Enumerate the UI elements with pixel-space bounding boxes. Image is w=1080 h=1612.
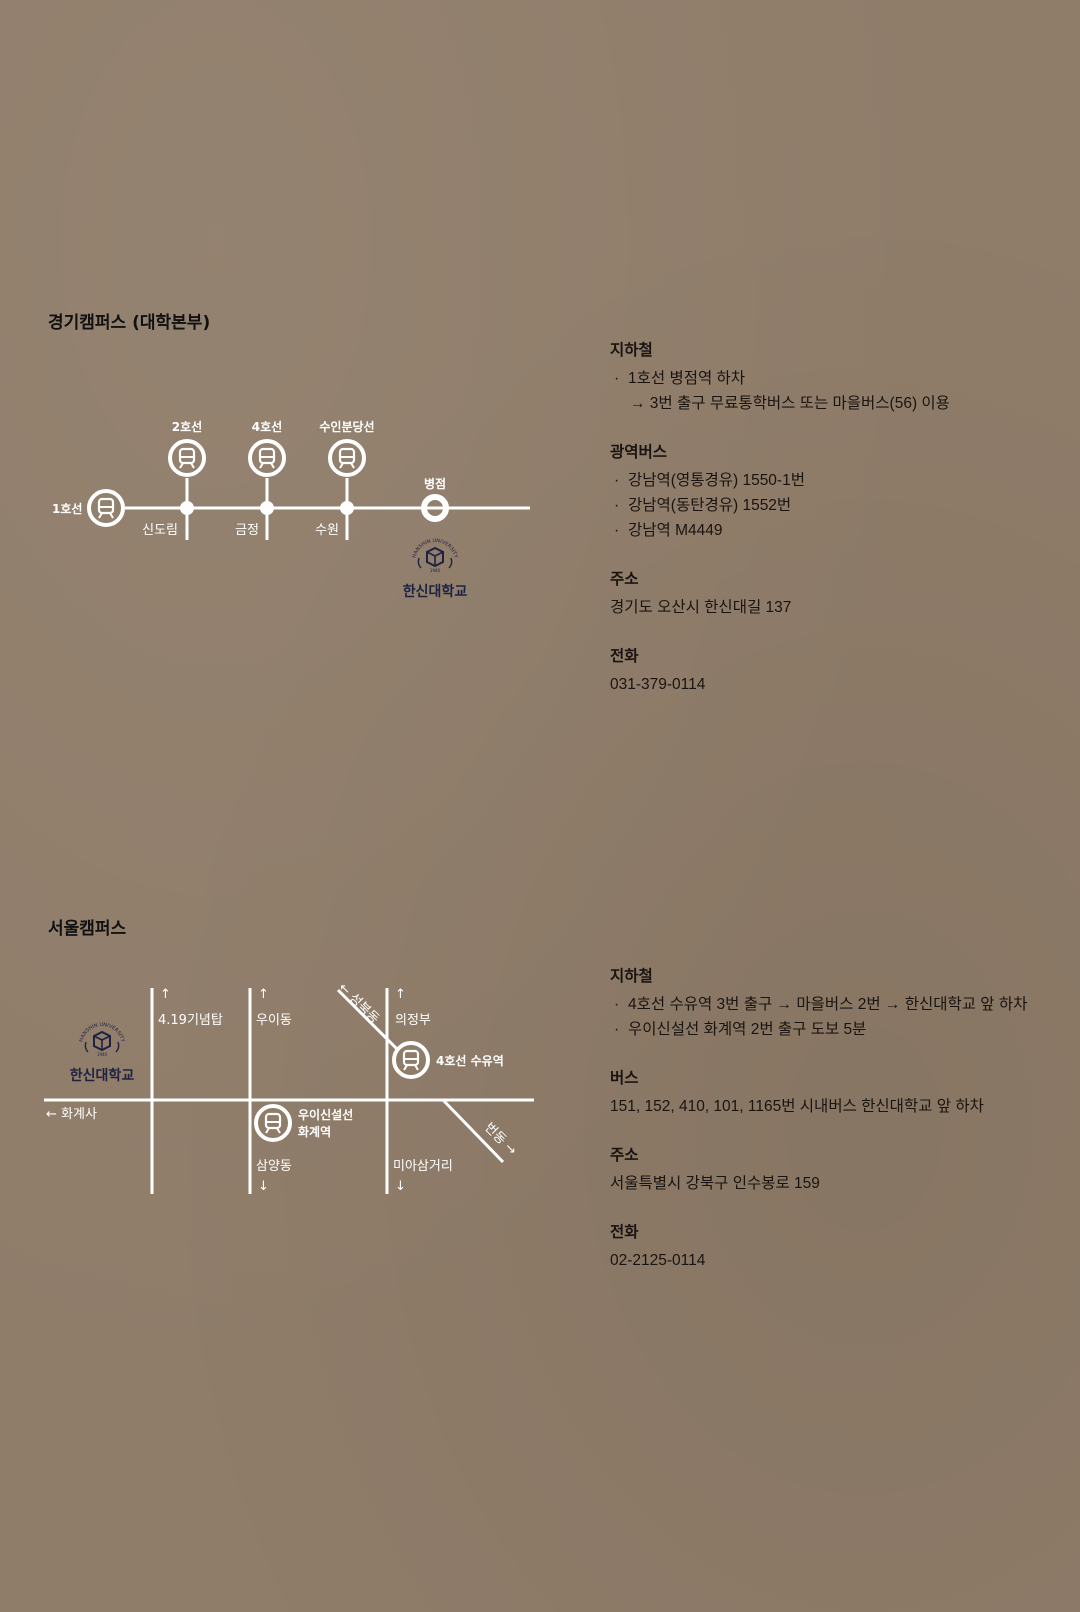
bus-text: 강남역 M4449 <box>628 522 723 539</box>
label-beondong: 번동 → <box>481 1120 519 1158</box>
arrow-up-uijeongbu: ↑ <box>395 987 406 1002</box>
label-ui-station: 화계역 <box>298 1124 331 1139</box>
seoul-route-map: ↑ 4.19기념탑 ↑ 우이동 ← 성북동 ↑ 의정부 4호선 수유역 ← 화계… <box>44 980 534 1194</box>
label-uijeongbu: 의정부 <box>395 1013 431 1028</box>
bus-line: · 강남역(동탄경유) 1552번 <box>610 493 1070 518</box>
label-hwagyesa: ← 화계사 <box>46 1107 97 1122</box>
gyeonggi-info: 지하철 · 1호선 병점역 하차 → 3번 출구 무료통학버스 또는 마을버스(5… <box>610 338 1070 721</box>
label-suwon: 수원 <box>315 523 339 538</box>
gyeonggi-section-title: 경기캠퍼스 (대학본부) <box>48 313 211 333</box>
seoul-info: 지하철 · 4호선 수유역 3번 출구 → 마을버스 2번 → 한신대학교 앞 하… <box>610 964 1070 1297</box>
subway-text: 1호선 병점역 하차 <box>628 370 746 387</box>
bus-text: 강남역(영통경유) 1550-1번 <box>628 472 805 489</box>
label-sindorim: 신도림 <box>142 523 178 538</box>
phone-value: 031-379-0114 <box>610 676 706 693</box>
label-seongbukdong: ← 성북동 <box>335 980 382 1027</box>
train-icon <box>168 439 206 477</box>
junction-suwon <box>340 501 354 515</box>
label-ui-line: 우이신설선 <box>298 1107 353 1122</box>
subway-text: → 3번 출구 무료통학버스 또는 마을버스(56) 이용 <box>630 395 950 412</box>
subway-line: · 1호선 병점역 하차 <box>610 366 1070 391</box>
arrow-up-419: ↑ <box>160 987 171 1002</box>
junction-geumjeong <box>260 501 274 515</box>
phone-title: 전화 <box>610 647 639 665</box>
bullet: · <box>614 1021 620 1038</box>
bullet: · <box>614 370 620 387</box>
gyeonggi-route-map: 1호선 2호선 4호선 수인분당선 병점 신도림 금정 수원 HANSHIN U… <box>52 419 530 600</box>
label-uidong: 우이동 <box>256 1013 292 1028</box>
seoul-section-title: 서울캠퍼스 <box>48 919 127 939</box>
logo-year: 1940 <box>430 568 441 573</box>
label-suin: 수인분당선 <box>319 419 374 434</box>
subway-info: 지하철 · 1호선 병점역 하차 → 3번 출구 무료통학버스 또는 마을버스(5… <box>610 338 1070 416</box>
subway-line: · 4호선 수유역 3번 출구 → 마을버스 2번 → 한신대학교 앞 하차 <box>610 992 1070 1017</box>
university-logo: HANSHIN UNIVERSITY 1940 <box>78 1022 125 1057</box>
arrow-down-samyang: ↓ <box>258 1179 269 1194</box>
bus-info: 광역버스 · 강남역(영통경유) 1550-1번 · 강남역(동탄경유) 1552번… <box>610 440 1070 543</box>
bus-line: · 강남역 M4449 <box>610 518 1070 543</box>
address-info: 주소 경기도 오산시 한신대길 137 <box>610 567 1070 620</box>
subway-title: 지하철 <box>610 341 653 359</box>
address-value: 서울특별시 강북구 인수봉로 159 <box>610 1175 820 1192</box>
logo-year: 1940 <box>97 1052 108 1057</box>
label-line4: 4호선 <box>252 419 282 434</box>
subway-line: · 우이신설선 화계역 2번 출구 도보 5분 <box>610 1017 1070 1042</box>
bullet: · <box>614 522 620 539</box>
label-byeongjeom: 병점 <box>424 476 446 491</box>
label-samyangdong: 삼양동 <box>256 1159 292 1174</box>
label-line2: 2호선 <box>172 419 202 434</box>
destination-byeongjeom <box>421 494 449 522</box>
label-geumjeong: 금정 <box>235 523 259 538</box>
address-info: 주소 서울특별시 강북구 인수봉로 159 <box>610 1143 1070 1196</box>
bus-value: 151, 152, 410, 101, 1165번 시내버스 한신대학교 앞 하… <box>610 1098 984 1115</box>
train-icon <box>328 439 366 477</box>
subway-info: 지하철 · 4호선 수유역 3번 출구 → 마을버스 2번 → 한신대학교 앞 하… <box>610 964 1070 1042</box>
bus-line: · 강남역(영통경유) 1550-1번 <box>610 468 1070 493</box>
bus-title: 버스 <box>610 1069 639 1087</box>
road-beondong-diagonal <box>441 1098 505 1164</box>
bullet: · <box>614 497 620 514</box>
label-419: 4.19기념탑 <box>158 1013 223 1028</box>
phone-info: 전화 02-2125-0114 <box>610 1220 1070 1273</box>
bullet: · <box>614 996 620 1013</box>
subway-title: 지하철 <box>610 967 653 985</box>
address-title: 주소 <box>610 1146 639 1164</box>
logo-text: 한신대학교 <box>403 584 468 600</box>
bus-text: 강남역(동탄경유) 1552번 <box>628 497 792 514</box>
phone-info: 전화 031-379-0114 <box>610 644 1070 697</box>
bus-title: 광역버스 <box>610 443 668 461</box>
university-logo: HANSHIN UNIVERSITY 1940 <box>411 538 458 573</box>
label-miasamgeori: 미아삼거리 <box>393 1159 453 1174</box>
phone-title: 전화 <box>610 1223 639 1241</box>
bus-info: 버스 151, 152, 410, 101, 1165번 시내버스 한신대학교 … <box>610 1066 1070 1119</box>
train-icon <box>87 489 125 527</box>
subway-line: → 3번 출구 무료통학버스 또는 마을버스(56) 이용 <box>610 391 1070 416</box>
label-station-suyu: 4호선 수유역 <box>436 1053 504 1068</box>
subway-text: 4호선 수유역 3번 출구 → 마을버스 2번 → 한신대학교 앞 하차 <box>628 996 1028 1013</box>
address-value: 경기도 오산시 한신대길 137 <box>610 599 792 616</box>
train-icon <box>248 439 286 477</box>
address-title: 주소 <box>610 570 639 588</box>
phone-value: 02-2125-0114 <box>610 1252 706 1269</box>
label-line1: 1호선 <box>52 501 82 516</box>
train-icon <box>392 1041 430 1079</box>
arrow-up-uidong: ↑ <box>258 987 269 1002</box>
arrow-down-mia: ↓ <box>395 1179 406 1194</box>
logo-text: 한신대학교 <box>70 1068 135 1084</box>
bullet: · <box>614 472 620 489</box>
subway-text: 우이신설선 화계역 2번 출구 도보 5분 <box>628 1021 867 1038</box>
junction-sindorim <box>180 501 194 515</box>
train-icon <box>254 1104 292 1142</box>
